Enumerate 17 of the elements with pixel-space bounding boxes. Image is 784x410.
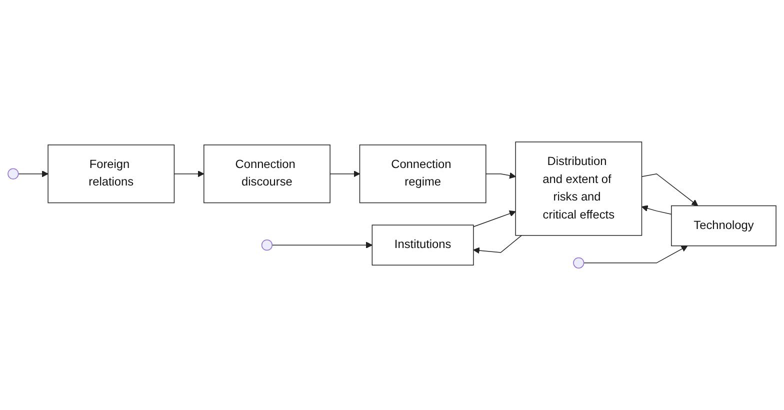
- node-box: [48, 144, 175, 204]
- arrow: [641, 173, 698, 206]
- node-box: [204, 144, 330, 204]
- node-box: [515, 142, 642, 236]
- arrow: [473, 235, 522, 254]
- node-box: [372, 224, 474, 266]
- arrow: [641, 205, 672, 215]
- node-box: [671, 205, 776, 246]
- arrow: [330, 170, 360, 178]
- arrow: [272, 242, 372, 248]
- arrow: [583, 246, 688, 264]
- node-box: [359, 144, 486, 204]
- arrow: [18, 170, 48, 178]
- arrow: [473, 210, 516, 228]
- arrow: [486, 172, 516, 179]
- flowchart-diagram: Institutions Foreign relations Connection discourse Connection regime Distribution and extent of risks and critical effects Technology: [2, 136, 782, 274]
- arrow: [174, 170, 204, 178]
